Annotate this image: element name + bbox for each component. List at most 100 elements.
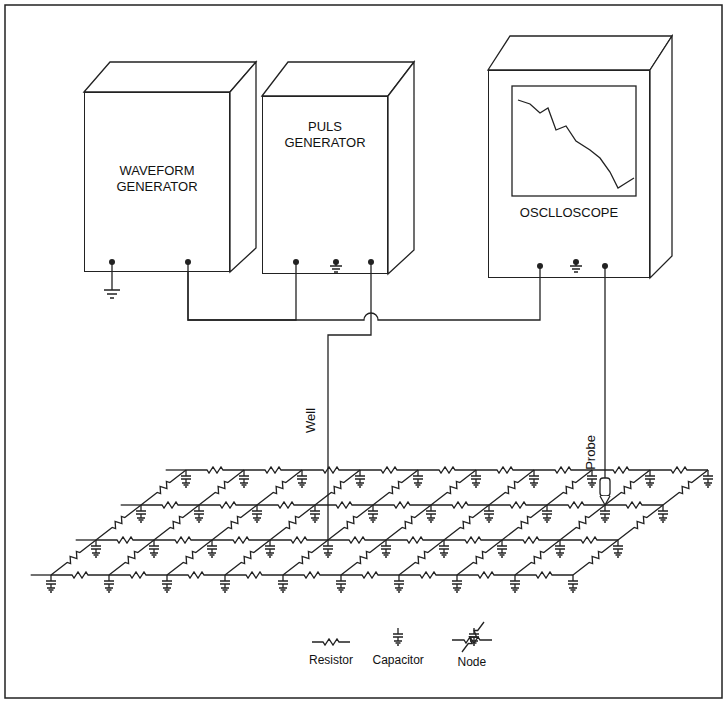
resistor-symbol [502, 537, 560, 543]
scope-trace [518, 100, 634, 188]
resistor-symbol [457, 540, 502, 575]
probe-body [600, 478, 610, 496]
resistor-symbol [328, 505, 373, 540]
resistor-symbol [650, 467, 708, 473]
resistor-symbol [283, 572, 341, 578]
capacitor-symbol [497, 540, 507, 557]
resistor-symbol [141, 502, 199, 508]
resistor-symbol [109, 540, 154, 575]
resistor-symbol [605, 502, 663, 508]
resistor-symbol [199, 502, 257, 508]
instrument-box: WAVEFORM GENERATOR [84, 92, 230, 272]
resistor-symbol [431, 470, 476, 505]
resistor-symbol [502, 505, 547, 540]
rc-grid [31, 467, 713, 592]
capacitor-symbol [149, 540, 159, 557]
resistor-symbol [462, 622, 484, 652]
resistor-symbol [328, 537, 386, 543]
frame [5, 5, 722, 698]
resistor-symbol [386, 537, 444, 543]
instrument-label: PULS GENERATOR [275, 119, 375, 152]
capacitor-symbol [220, 575, 230, 592]
capacitor-symbol [239, 470, 249, 487]
resistor-symbol [154, 505, 199, 540]
resistor-symbol [270, 505, 315, 540]
resistor-symbol [109, 572, 167, 578]
capacitor-symbol [439, 540, 449, 557]
capacitor-symbol [91, 540, 101, 557]
capacitor-symbol [703, 470, 713, 487]
resistor-symbol [186, 467, 244, 473]
instrument-label: OSCLLOSCOPE [494, 205, 644, 221]
resistor-symbol [225, 540, 270, 575]
instrument-box: PULS GENERATOR [262, 96, 388, 274]
resistor-symbol [212, 505, 257, 540]
resistor-symbol [444, 537, 502, 543]
resistor-symbol [154, 537, 212, 543]
resistor-symbol [476, 467, 534, 473]
capacitor-symbol [413, 470, 423, 487]
resistor-symbol [663, 470, 708, 505]
ground-symbol [330, 262, 342, 272]
capacitor-symbol [645, 470, 655, 487]
resistor-symbol [257, 502, 315, 508]
legend-label: Capacitor [373, 654, 424, 668]
well-wire [328, 262, 371, 540]
resistor-symbol [302, 467, 360, 473]
capacitor-symbol [46, 575, 56, 592]
capacitor-symbol [542, 505, 552, 522]
wire-label: Well [304, 407, 319, 432]
capacitor-symbol [452, 575, 462, 592]
capacitor-symbol [136, 505, 146, 522]
resistor-symbol [560, 505, 605, 540]
resistor-symbol [547, 470, 592, 505]
capacitor-symbol [658, 505, 668, 522]
resistor-symbol [560, 537, 618, 543]
capacitor-symbol [194, 505, 204, 522]
capacitor-symbol [484, 505, 494, 522]
instrument-label: WAVEFORM GENERATOR [102, 163, 212, 196]
resistor-symbol [167, 540, 212, 575]
resistor-symbol [489, 470, 534, 505]
legend-label: Node [458, 656, 487, 670]
box-side [388, 62, 414, 274]
capacitor-symbol [162, 575, 172, 592]
box-top [488, 36, 672, 70]
signal-wire [188, 272, 296, 320]
resistor-symbol [399, 572, 457, 578]
resistor-symbol [270, 537, 328, 543]
resistor-symbol [96, 537, 154, 543]
scope-screen [512, 86, 636, 196]
capacitor-symbol [469, 628, 479, 645]
resistor-symbol [225, 572, 283, 578]
ground-symbol [570, 262, 582, 272]
capacitor-symbol [555, 540, 565, 557]
capacitor-symbol [104, 575, 114, 592]
box-side [230, 62, 256, 272]
resistor-symbol [618, 505, 663, 540]
resistor-symbol [167, 572, 225, 578]
probe-wire [604, 266, 605, 478]
resistor-symbol [341, 540, 386, 575]
resistor-symbol [418, 467, 476, 473]
wire-label: Probe [583, 435, 598, 470]
resistor-symbol [141, 470, 186, 505]
capacitor-symbol [252, 505, 262, 522]
capacitor-symbol [529, 470, 539, 487]
resistor-symbol [244, 467, 302, 473]
capacitor-symbol [600, 505, 610, 522]
resistor-symbol [212, 537, 270, 543]
signal-wire [188, 272, 540, 320]
resistor-symbol [489, 502, 547, 508]
resistor-symbol [431, 502, 489, 508]
resistor-symbol [373, 470, 418, 505]
capacitor-symbol [207, 540, 217, 557]
instrument-box: OSCLLOSCOPE [488, 70, 650, 278]
resistor-symbol [444, 505, 489, 540]
capacitor-symbol [381, 540, 391, 557]
capacitor-symbol [587, 470, 597, 487]
capacitor-symbol [181, 470, 191, 487]
resistor-symbol [341, 572, 399, 578]
capacitor-symbol [426, 505, 436, 522]
